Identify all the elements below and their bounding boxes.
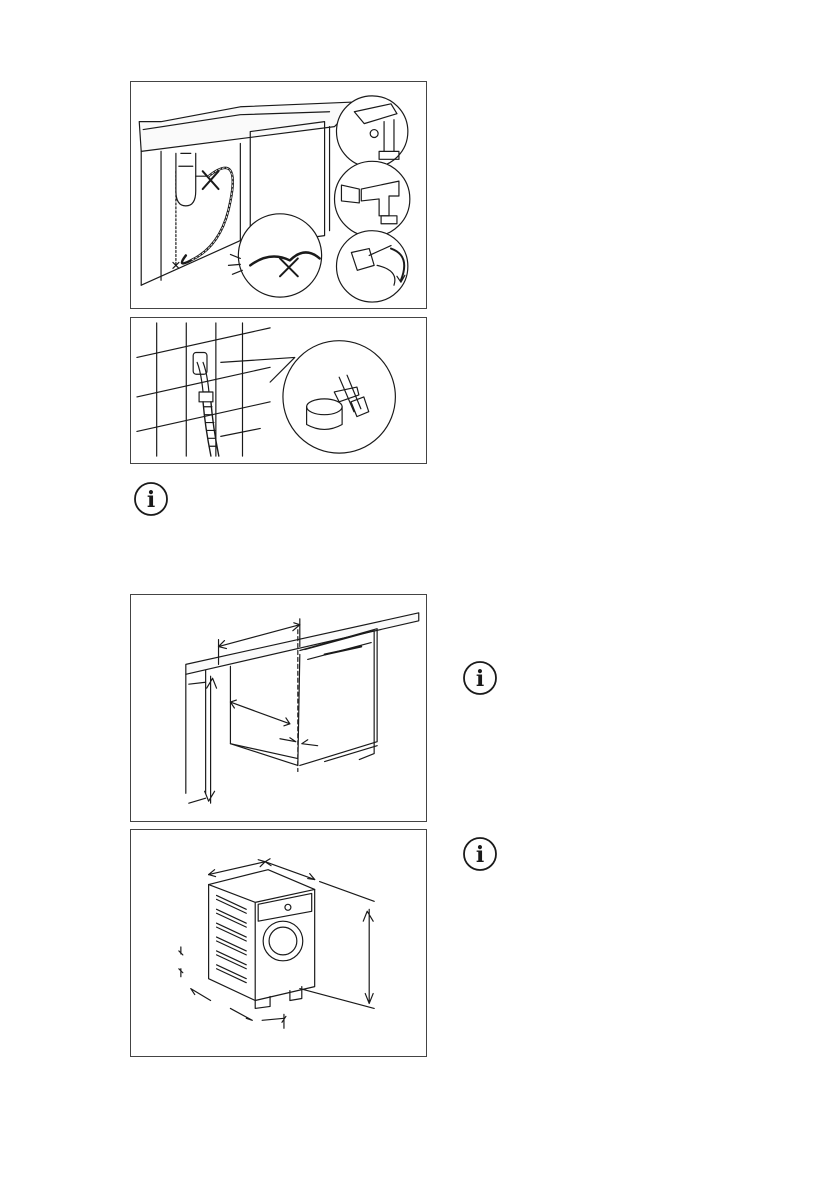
- info-glyph: i: [147, 487, 155, 513]
- info-icon: i: [133, 481, 169, 517]
- info-glyph: i: [476, 666, 484, 692]
- info-icon: i: [462, 836, 498, 872]
- info-icon: i: [462, 660, 498, 696]
- niche-dimensions-illustration: [130, 594, 427, 822]
- standpipe-clamp-illustration: [130, 317, 427, 464]
- drain-siphon-illustration: [130, 81, 427, 309]
- info-glyph: i: [476, 842, 484, 868]
- appliance-dimensions-illustration: [130, 829, 427, 1057]
